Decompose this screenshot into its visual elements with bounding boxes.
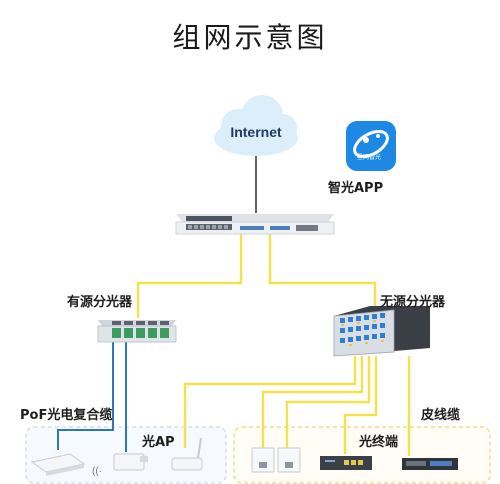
- active-splitter: [97, 320, 177, 343]
- drop-cable-label: 皮线缆: [421, 408, 461, 423]
- ceiling-ap: [30, 453, 86, 476]
- fiber-passive-to-ap: [183, 356, 357, 448]
- internet-label: Internet: [230, 124, 282, 140]
- panel-terminal-2: [277, 447, 301, 473]
- app-label: 智光APP: [328, 181, 384, 196]
- app-icon: [346, 121, 396, 171]
- app-icon-text: 星网智光: [357, 154, 382, 161]
- active-splitter-label: 有源分光器: [67, 295, 133, 310]
- fiber-lines: [136, 232, 411, 456]
- fiber-switch-to-passive: [268, 232, 377, 312]
- poe-cable-1: [57, 342, 114, 450]
- panel-terminal-1: [251, 447, 275, 473]
- page-title: 组网示意图: [172, 21, 328, 54]
- desktop-ap: [171, 437, 203, 471]
- fiber-passive-to-terminal1: [343, 356, 378, 454]
- passive-splitter-label: 无源分光器: [380, 295, 446, 310]
- rack-terminal: [402, 458, 458, 470]
- fiber-passive-to-panel1: [261, 356, 364, 448]
- core-switch: [175, 214, 335, 235]
- fiber-switch-to-active: [136, 232, 243, 318]
- optical-ap-label: 光AP: [142, 435, 175, 450]
- wall-ap: [113, 453, 148, 471]
- passive-splitter: [333, 306, 430, 357]
- poe-cables: [57, 342, 127, 452]
- desktop-terminal: [320, 456, 372, 470]
- optical-terminal-label: 光终端: [359, 435, 399, 450]
- fiber-passive-to-panel2: [285, 356, 371, 448]
- internet-cloud: [214, 95, 298, 156]
- poe-cable-label: PoF光电复合缆: [20, 408, 113, 423]
- wifi-mark: ((·: [92, 466, 102, 477]
